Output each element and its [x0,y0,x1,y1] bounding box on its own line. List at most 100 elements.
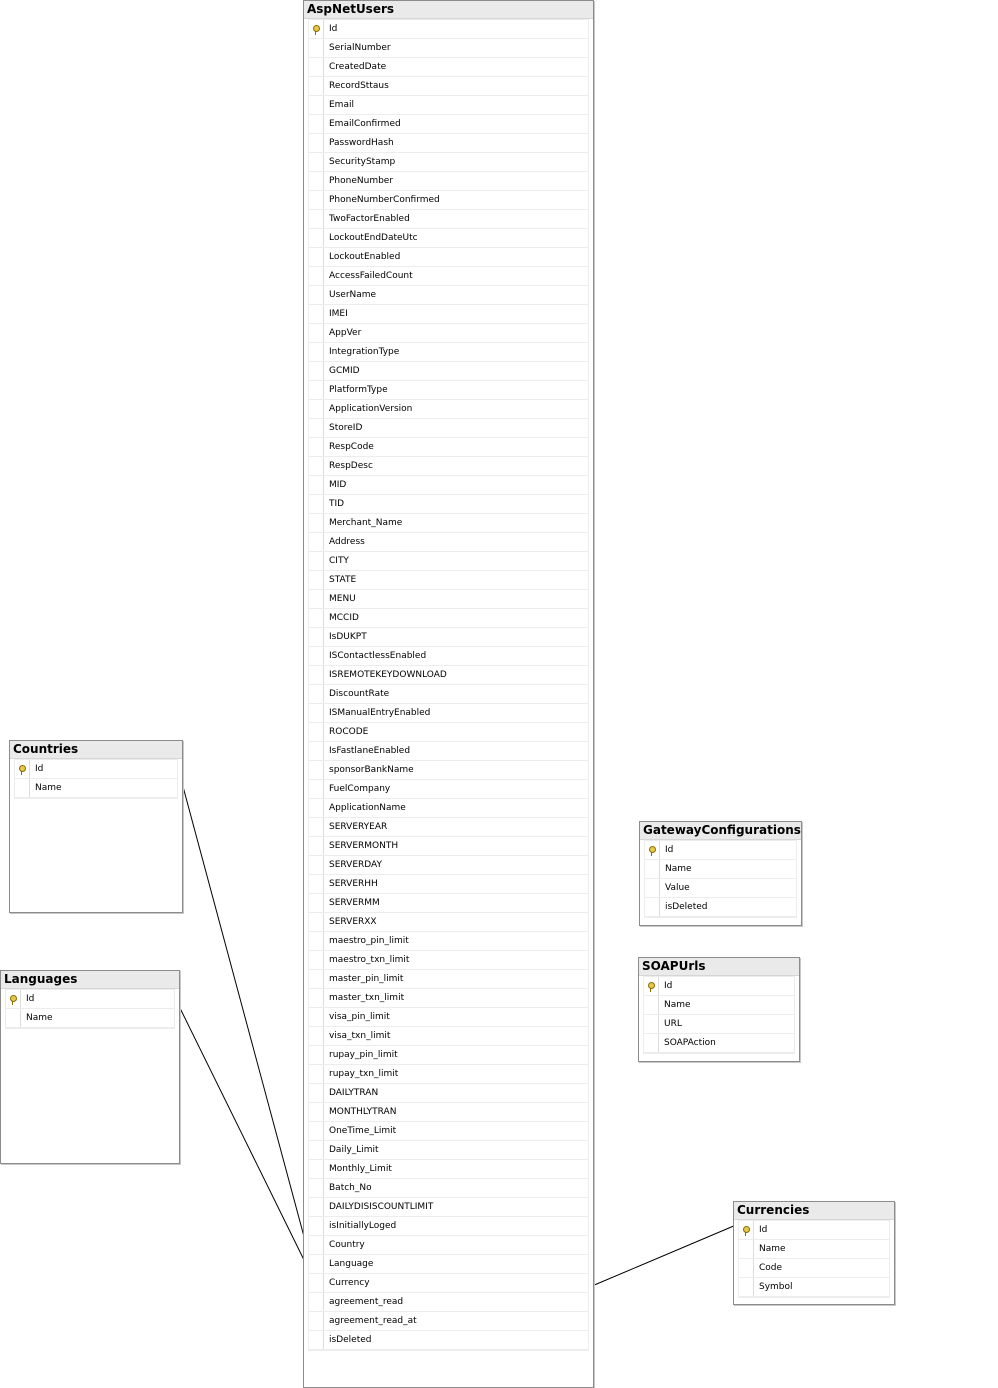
column-row[interactable]: Currency [309,1274,588,1293]
column-row[interactable]: Language [309,1255,588,1274]
column-row[interactable]: ISREMOTEKEYDOWNLOAD [309,666,588,685]
column-row[interactable]: AccessFailedCount [309,267,588,286]
column-row[interactable]: Batch_No [309,1179,588,1198]
column-row[interactable]: visa_txn_limit [309,1027,588,1046]
column-row[interactable]: SERVERXX [309,913,588,932]
column-row[interactable]: ApplicationName [309,799,588,818]
column-row[interactable]: Id [739,1221,889,1240]
row-selector [309,39,324,57]
column-row[interactable]: CITY [309,552,588,571]
row-selector [309,305,324,323]
column-row[interactable]: IMEI [309,305,588,324]
column-row[interactable]: Value [645,879,796,898]
column-row[interactable]: Id [6,990,174,1009]
column-row[interactable]: Id [309,20,588,39]
column-row[interactable]: DAILYDISISCOUNTLIMIT [309,1198,588,1217]
column-row[interactable]: PasswordHash [309,134,588,153]
column-row[interactable]: rupay_pin_limit [309,1046,588,1065]
column-row[interactable]: Merchant_Name [309,514,588,533]
column-row[interactable]: SerialNumber [309,39,588,58]
column-row[interactable]: DiscountRate [309,685,588,704]
column-row[interactable]: PhoneNumberConfirmed [309,191,588,210]
column-row[interactable]: Address [309,533,588,552]
column-row[interactable]: LockoutEndDateUtc [309,229,588,248]
column-row[interactable]: MENU [309,590,588,609]
column-row[interactable]: PhoneNumber [309,172,588,191]
column-row[interactable]: SERVERYEAR [309,818,588,837]
column-row[interactable]: FuelCompany [309,780,588,799]
column-row[interactable]: TwoFactorEnabled [309,210,588,229]
column-row[interactable]: STATE [309,571,588,590]
column-row[interactable]: SERVERDAY [309,856,588,875]
column-row[interactable]: Name [15,779,177,798]
column-row[interactable]: RecordSttaus [309,77,588,96]
column-row[interactable]: UserName [309,286,588,305]
column-row[interactable]: Monthly_Limit [309,1160,588,1179]
column-row[interactable]: agreement_read [309,1293,588,1312]
column-row[interactable]: maestro_txn_limit [309,951,588,970]
column-row[interactable]: TID [309,495,588,514]
column-row[interactable]: MID [309,476,588,495]
column-row[interactable]: Daily_Limit [309,1141,588,1160]
column-row[interactable]: isInitiallyLoged [309,1217,588,1236]
column-row[interactable]: master_pin_limit [309,970,588,989]
column-row[interactable]: isDeleted [309,1331,588,1350]
column-row[interactable]: agreement_read_at [309,1312,588,1331]
column-row[interactable]: RespDesc [309,457,588,476]
column-row[interactable]: ISManualEntryEnabled [309,704,588,723]
column-row[interactable]: SERVERMONTH [309,837,588,856]
column-row[interactable]: Name [644,996,794,1015]
column-row[interactable]: DAILYTRAN [309,1084,588,1103]
column-row[interactable]: Name [739,1240,889,1259]
relationship-countries-aspnetusers[interactable] [177,767,307,1245]
column-row[interactable]: sponsorBankName [309,761,588,780]
column-row[interactable]: IsDUKPT [309,628,588,647]
column-row[interactable]: Name [645,860,796,879]
relationship-currencies-aspnetusers[interactable] [591,1224,737,1287]
column-row[interactable]: Id [644,977,794,996]
column-row[interactable]: GCMID [309,362,588,381]
column-row[interactable]: Code [739,1259,889,1278]
relationship-languages-aspnetusers[interactable] [175,999,307,1265]
column-row[interactable]: SOAPAction [644,1034,794,1053]
column-row[interactable]: IsFastlaneEnabled [309,742,588,761]
column-row[interactable]: Id [15,760,177,779]
column-row[interactable]: Name [6,1009,174,1028]
column-row[interactable]: ApplicationVersion [309,400,588,419]
column-row[interactable]: ROCODE [309,723,588,742]
column-row[interactable]: SERVERMM [309,894,588,913]
column-row[interactable]: Email [309,96,588,115]
column-name: EmailConfirmed [329,119,401,129]
column-row[interactable]: Country [309,1236,588,1255]
column-row[interactable]: StoreID [309,419,588,438]
column-row[interactable]: rupay_txn_limit [309,1065,588,1084]
column-row[interactable]: PlatformType [309,381,588,400]
column-row[interactable]: CreatedDate [309,58,588,77]
column-row[interactable]: SERVERHH [309,875,588,894]
column-row[interactable]: ISContactlessEnabled [309,647,588,666]
column-row[interactable]: Symbol [739,1278,889,1297]
column-row[interactable]: AppVer [309,324,588,343]
column-row[interactable]: OneTime_Limit [309,1122,588,1141]
column-row[interactable]: MCCID [309,609,588,628]
column-row[interactable]: Id [645,841,796,860]
column-row[interactable]: MONTHLYTRAN [309,1103,588,1122]
column-row[interactable]: URL [644,1015,794,1034]
column-row[interactable]: EmailConfirmed [309,115,588,134]
column-row[interactable]: LockoutEnabled [309,248,588,267]
column-name: CreatedDate [329,62,387,72]
column-row[interactable]: maestro_pin_limit [309,932,588,951]
row-selector [6,1009,21,1027]
column-row[interactable]: visa_pin_limit [309,1008,588,1027]
column-row[interactable]: isDeleted [645,898,796,917]
column-row[interactable]: IntegrationType [309,343,588,362]
column-row[interactable]: SecurityStamp [309,153,588,172]
column-row[interactable]: master_txn_limit [309,989,588,1008]
column-row[interactable]: RespCode [309,438,588,457]
